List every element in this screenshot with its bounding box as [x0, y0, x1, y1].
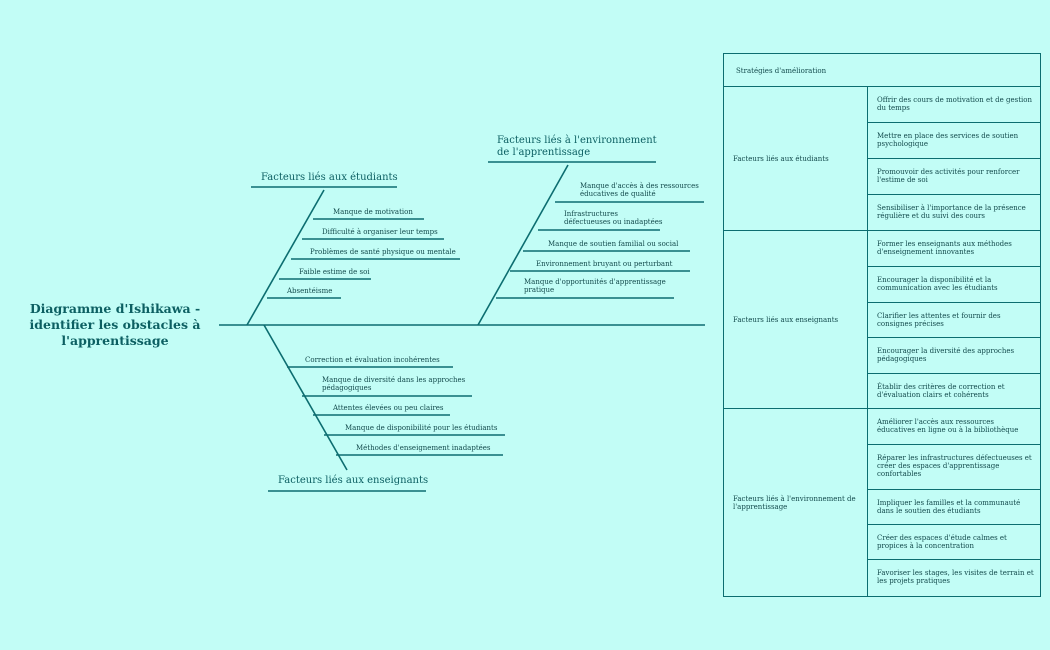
student-cause: Problèmes de santé physique ou mentale — [310, 248, 456, 256]
strategy-group-students: Facteurs liés aux étudiants Offrir des c… — [724, 87, 1040, 231]
category-teachers-label: Facteurs liés aux enseignants — [278, 475, 429, 486]
strategy-item: Promouvoir des activités pour renforcer … — [868, 159, 1040, 195]
student-cause: Faible estime de soi — [299, 268, 370, 276]
category-students-label: Facteurs liés aux étudiants — [261, 172, 398, 183]
teachers-bone — [263, 324, 348, 471]
strategy-item: Réparer les infrastructures défectueuses… — [868, 445, 1040, 490]
environment-bone — [477, 164, 569, 326]
strategy-item: Clarifier les attentes et fournir des co… — [868, 303, 1040, 338]
strategy-item: Établir des critères de correction et d'… — [877, 383, 1005, 399]
strategy-group-environment: Facteurs liés à l'environnement de l'app… — [724, 409, 1040, 596]
strategy-item: Créer des espaces d'étude calmes et prop… — [868, 525, 1040, 560]
strategy-group-label: Facteurs liés à l'environnement de l'app… — [724, 409, 868, 596]
strategies-table: Stratégies d'amélioration Facteurs liés … — [723, 53, 1041, 597]
teacher-cause: Attentes élevées ou peu claires — [333, 404, 444, 412]
environment-cause: Manque de soutien familial ou social — [548, 240, 679, 248]
strategy-item: Mettre en place des services de soutien … — [868, 123, 1040, 159]
strategy-item: Encourager la diversité des approches pé… — [868, 338, 1040, 374]
teacher-cause: Manque de diversité dans les approches p… — [322, 376, 466, 392]
strategy-item: Encourager la disponibilité et la commun… — [868, 267, 1040, 303]
strategy-item: Offrir des cours de motivation et de ges… — [868, 87, 1040, 123]
strategies-header: Stratégies d'amélioration — [724, 54, 1040, 87]
teacher-cause: Manque de disponibilité pour les étudian… — [345, 424, 498, 432]
strategy-item: Améliorer l'accès aux ressources éducati… — [868, 409, 1040, 445]
environment-cause: Environnement bruyant ou perturbant — [536, 260, 673, 268]
strategy-item: Favoriser les stages, les visites de ter… — [877, 569, 1034, 585]
strategy-group-label: Facteurs liés aux étudiants — [724, 87, 868, 230]
student-cause: Manque de motivation — [333, 208, 413, 216]
students-bone — [246, 189, 325, 326]
strategy-item: Sensibiliser à l'importance de la présen… — [877, 204, 1026, 220]
category-environment-label: Facteurs liés à l'environnement de l'app… — [497, 135, 657, 158]
student-cause: Absentéisme — [287, 287, 333, 295]
diagram-title: Diagramme d'Ishikawa - identifier les ob… — [29, 301, 201, 348]
teacher-cause: Méthodes d'enseignement inadaptées — [356, 444, 491, 452]
environment-cause: Infrastructures défectueuses ou inadapté… — [564, 210, 663, 226]
strategy-item: Former les enseignants aux méthodes d'en… — [868, 231, 1040, 267]
strategy-item: Impliquer les familles et la communauté … — [868, 490, 1040, 525]
teacher-cause: Correction et évaluation incohérentes — [305, 356, 440, 364]
strategy-group-label-text: Facteurs liés aux étudiants — [733, 154, 829, 163]
strategy-group-label-text: Facteurs liés à l'environnement de l'app… — [733, 494, 856, 511]
environment-cause: Manque d'accès à des ressources éducativ… — [580, 182, 699, 198]
student-cause: Difficulté à organiser leur temps — [322, 228, 438, 236]
strategy-group-label: Facteurs liés aux enseignants — [724, 231, 868, 408]
strategy-group-teachers: Facteurs liés aux enseignants Former les… — [724, 231, 1040, 409]
environment-cause: Manque d'opportunités d'apprentissage pr… — [524, 278, 666, 294]
strategy-group-label-text: Facteurs liés aux enseignants — [733, 315, 839, 324]
